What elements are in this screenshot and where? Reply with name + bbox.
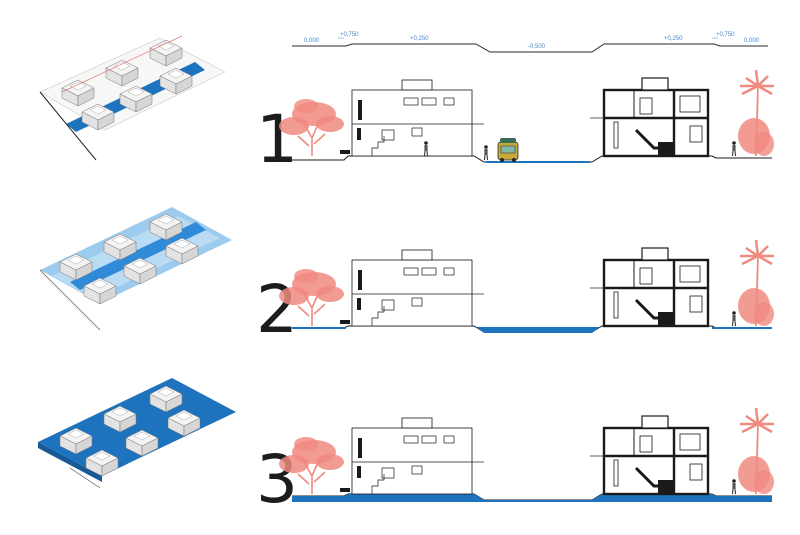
palm-tree-icon (736, 68, 776, 158)
level-canal: -0,500 (528, 44, 546, 50)
house-left-1 (351, 79, 485, 157)
level-profile: 0,000 +0,750 +0,250 -0,500 +0,250 +0,750… (292, 32, 768, 53)
section-2: 2 (256, 238, 776, 348)
level-right-step: +0,250 (664, 36, 683, 42)
level-right-edge: 0,000 (744, 38, 760, 44)
isometric-plan-2 (39, 207, 232, 331)
level-right-plinth: +0,750 (716, 32, 735, 38)
level-left-plinth: +0,750 (340, 32, 359, 38)
house-right-1 (588, 76, 710, 158)
scenario-3-number: 3 (256, 441, 298, 518)
car-icon (497, 138, 519, 162)
isometric-plan-1 (39, 35, 226, 161)
section-3: 3 (256, 406, 776, 518)
level-left-edge: 0,000 (304, 38, 320, 44)
section-1: 1 (256, 68, 776, 178)
isometric-plan-3 (38, 378, 236, 489)
scenario-2-number: 2 (256, 271, 298, 348)
level-left-step: +0,250 (410, 36, 429, 42)
scenario-1-number: 1 (256, 101, 298, 178)
